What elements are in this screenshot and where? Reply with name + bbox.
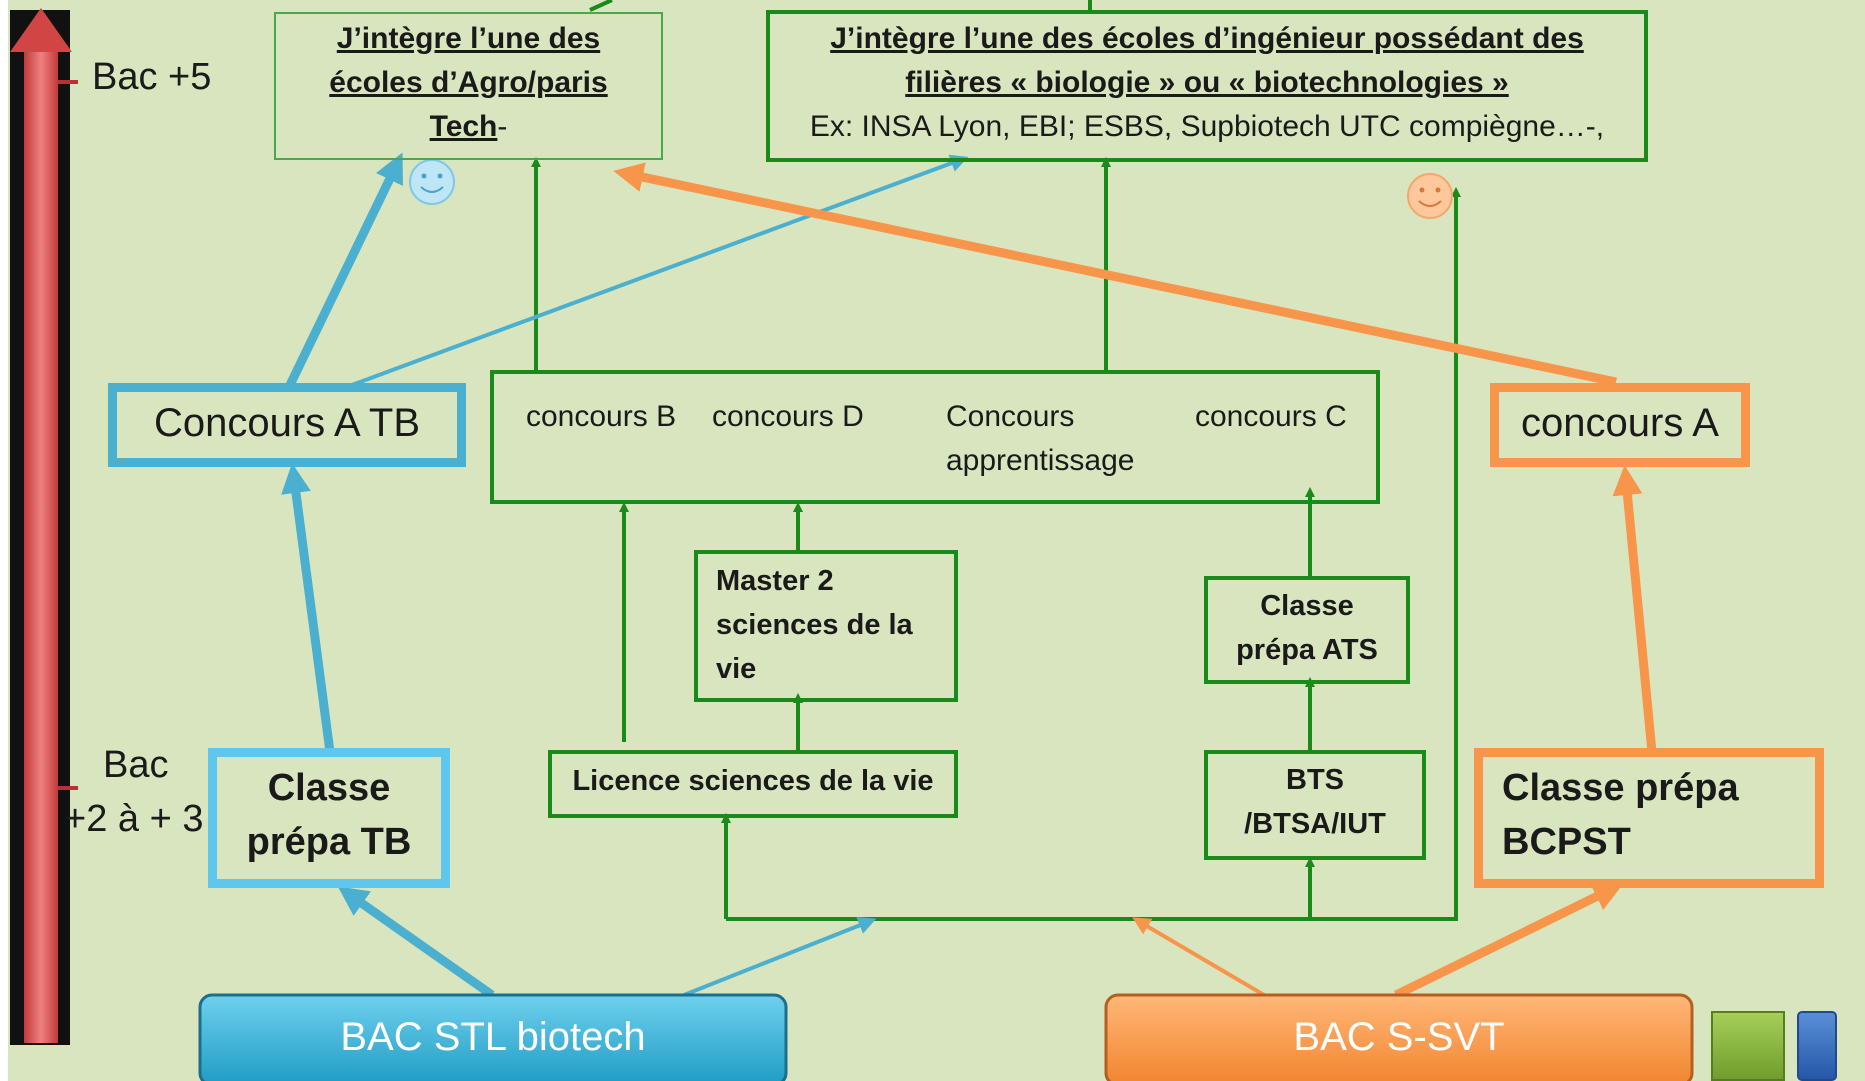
legend-blue-rect-icon [1797,1011,1837,1081]
concours-b-label: concours B [526,400,677,433]
arrow-prepa-bcpst-to-concours-a [1612,465,1657,753]
legend-green-square-icon [1711,1011,1785,1081]
concours-a-tb-label: Concours A TB [153,401,421,445]
prepa-bcpst-line2: BCPST [1502,821,1631,863]
scale-label-bac5: Bac +5 [92,56,212,98]
prepa-bcpst-box [1474,748,1824,888]
concours-d-label: concours D [712,400,864,433]
agro-school-line3-suffix: - [497,110,508,143]
smiley-orange-icon [1407,173,1453,219]
concours-apprentissage-line1: Concours [946,400,1075,433]
agro-school-box [274,12,663,160]
diagram-background [8,0,1865,1081]
agro-school-line2: écoles d’Agro/paris [329,66,608,99]
agro-school-line3-wrap: Tech- [274,110,663,144]
arrow-svt-to-prepa-bcpst [1394,883,1624,1000]
arrow-concours-atb-to-agro [285,152,403,387]
ingenieur-school-line2: filières « biologie » ou « biotechnologi… [905,66,1509,99]
concours-group-box [490,370,1380,504]
master-box [694,550,958,702]
prepa-tb-box [208,748,450,888]
bac-svt-background [1104,993,1694,1081]
ingenieur-school-examples: Ex: INSA Lyon, EBI; ESBS, Supbiotech UTC… [809,110,1605,143]
green-distribution-line [726,355,1458,921]
arrow-concours-a-to-agro [613,162,1617,387]
master-line3: vie [716,653,757,685]
bts-line2: /BTSA/IUT [1244,808,1386,840]
bac-svt-button[interactable]: BAC S-SVT [1293,1015,1505,1059]
licence-label: Licence sciences de la vie [572,765,934,797]
licence-box [548,750,958,818]
concours-a-box [1490,383,1750,467]
concours-a-label: concours A [1521,401,1719,445]
scale-label-bac: Bac [103,744,169,786]
arrow-svt-to-green-bus [1132,917,1266,997]
prepa-bcpst-line1: Classe prépa [1502,767,1739,809]
bts-line1: BTS [1286,764,1344,796]
prepa-ats-line2: prépa ATS [1236,634,1378,666]
prepa-tb-line1: Classe [267,767,391,809]
arrow-stl-to-prepa-tb [337,886,495,999]
arrow-stl-to-green-bus [683,916,877,997]
master-line1: Master 2 [716,565,834,597]
top-connector-left [589,0,613,12]
ingenieur-school-box [766,10,1648,162]
agro-school-line3: Tech [429,110,498,143]
prepa-tb-line2: prépa TB [246,821,412,863]
agro-school-line1: J’intègre l’une des [336,22,601,55]
prepa-ats-line1: Classe [1260,590,1354,622]
scale-label-bac23: +2 à + 3 [64,798,204,840]
arrow-prepa-tb-to-concours-atb [281,463,335,753]
scale-arrow-head [10,8,72,52]
smiley-blue-icon [409,159,455,205]
concours-c-label: concours C [1195,400,1347,433]
concours-a-tb-box [108,383,466,467]
concours-apprentissage-line2: apprentissage [946,444,1135,477]
bts-box [1204,750,1426,860]
scale-arrow-shaft [24,50,58,1043]
bac-stl-button[interactable]: BAC STL biotech [340,1015,646,1059]
arrow-concours-atb-to-ingenieur [351,154,969,387]
master-line2: sciences de la [716,609,913,641]
prepa-ats-box [1204,576,1410,684]
bac-stl-background [198,993,788,1081]
ingenieur-school-line1: J’intègre l’une des écoles d’ingénieur p… [830,22,1584,55]
